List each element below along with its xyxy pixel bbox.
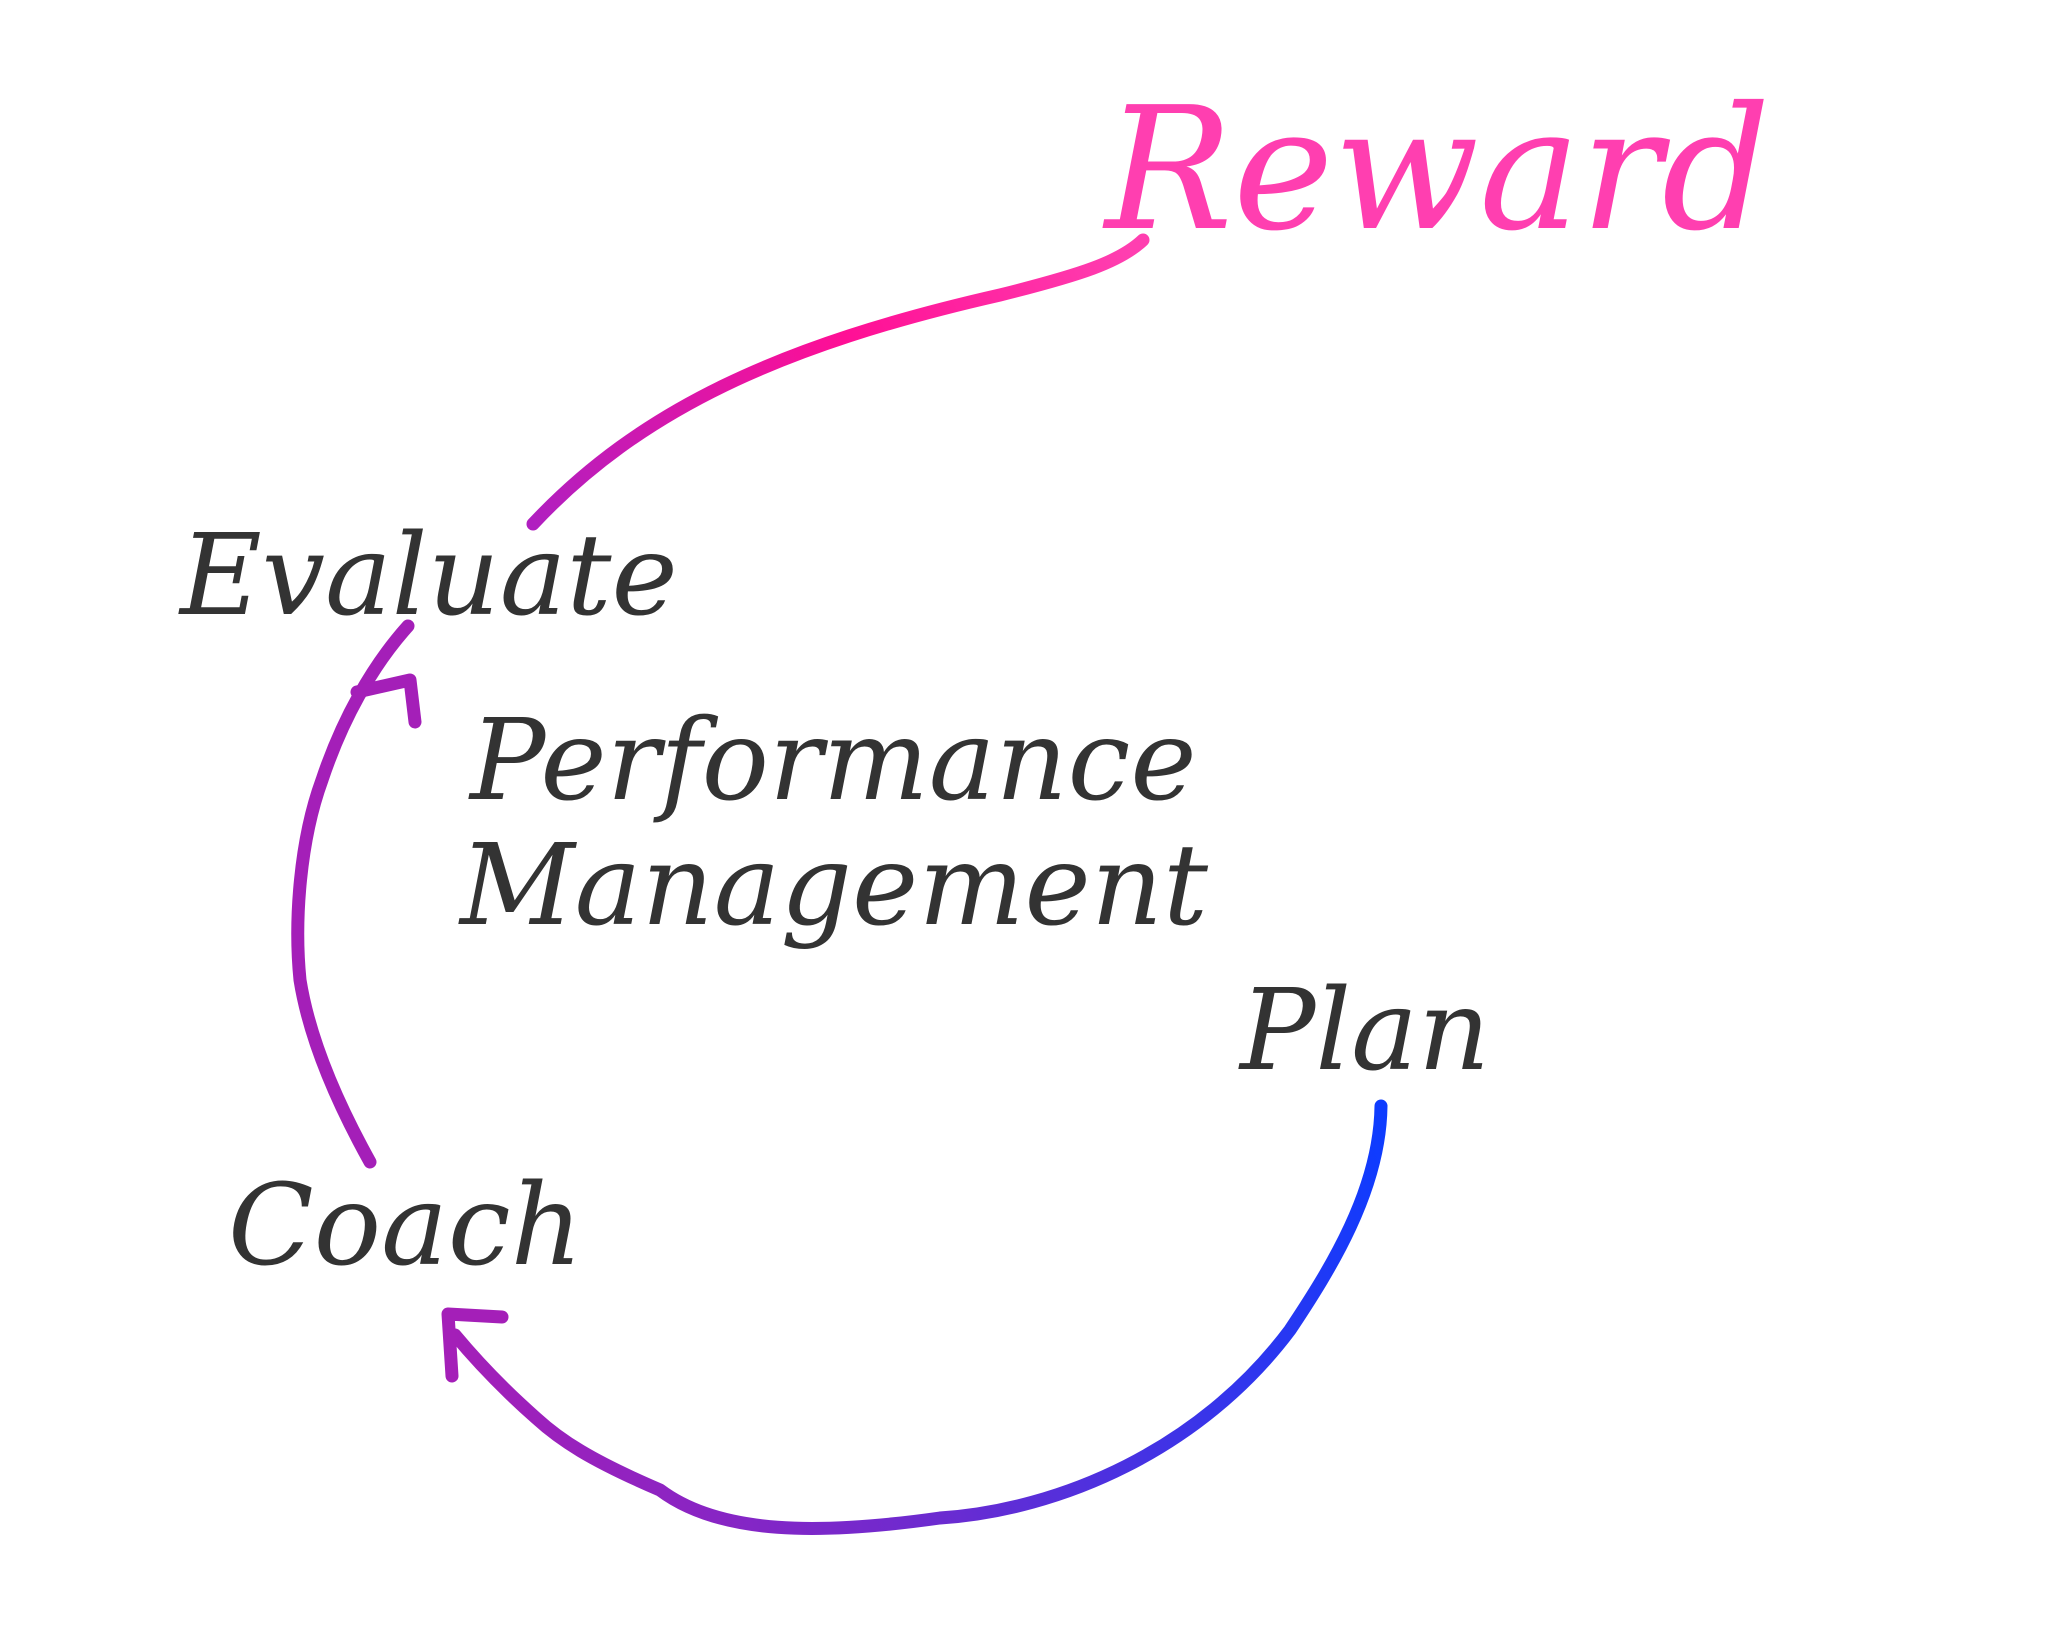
arrowhead-coach <box>441 1307 509 1383</box>
arrow-plan-to-coach <box>448 1099 1388 1535</box>
arrowhead-evaluate <box>350 673 422 729</box>
center-title-line2: Management <box>460 821 1208 951</box>
label-plan: Plan <box>1240 966 1491 1096</box>
arrow-evaluate-to-reward <box>526 233 1150 531</box>
center-title-line1: Performance <box>470 696 1197 826</box>
label-reward: Reward <box>1105 71 1771 269</box>
arrow-coach-to-evaluate <box>291 619 415 1169</box>
label-evaluate: Evaluate <box>180 511 678 641</box>
label-coach: Coach <box>228 1161 583 1291</box>
